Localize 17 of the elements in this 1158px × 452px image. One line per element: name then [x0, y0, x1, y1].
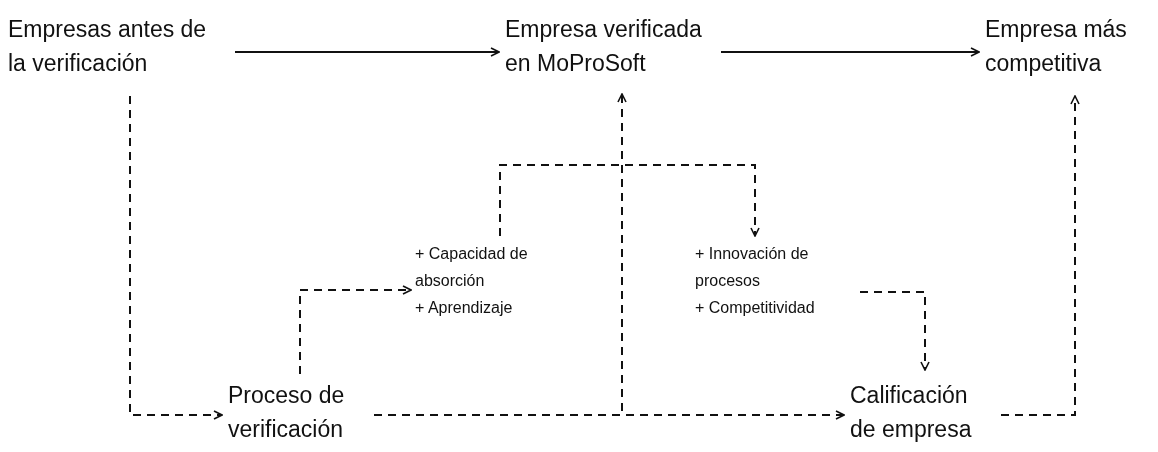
- arrow: [1000, 95, 1080, 416]
- arrow: [859, 291, 930, 371]
- node-label: Proceso de verificación: [228, 381, 346, 444]
- arrow: [499, 164, 760, 237]
- node-label: + Aprendizaje: [415, 298, 514, 318]
- node-label: + Innovación de procesos: [695, 244, 810, 291]
- node-label: + Capacidad de absorción: [415, 244, 529, 291]
- node-label: Empresas antes de la verificación: [8, 15, 208, 78]
- arrow: [234, 47, 500, 57]
- node-label: Empresa más competitiva: [985, 15, 1128, 78]
- arrow: [299, 285, 412, 375]
- arrow: [373, 93, 627, 416]
- node-label: Empresa verificada en MoProSoft: [505, 15, 703, 78]
- arrow: [129, 95, 223, 420]
- node-label: Calificación de empresa: [850, 381, 973, 444]
- arrow: [720, 47, 980, 57]
- node-label: + Competitividad: [695, 298, 816, 318]
